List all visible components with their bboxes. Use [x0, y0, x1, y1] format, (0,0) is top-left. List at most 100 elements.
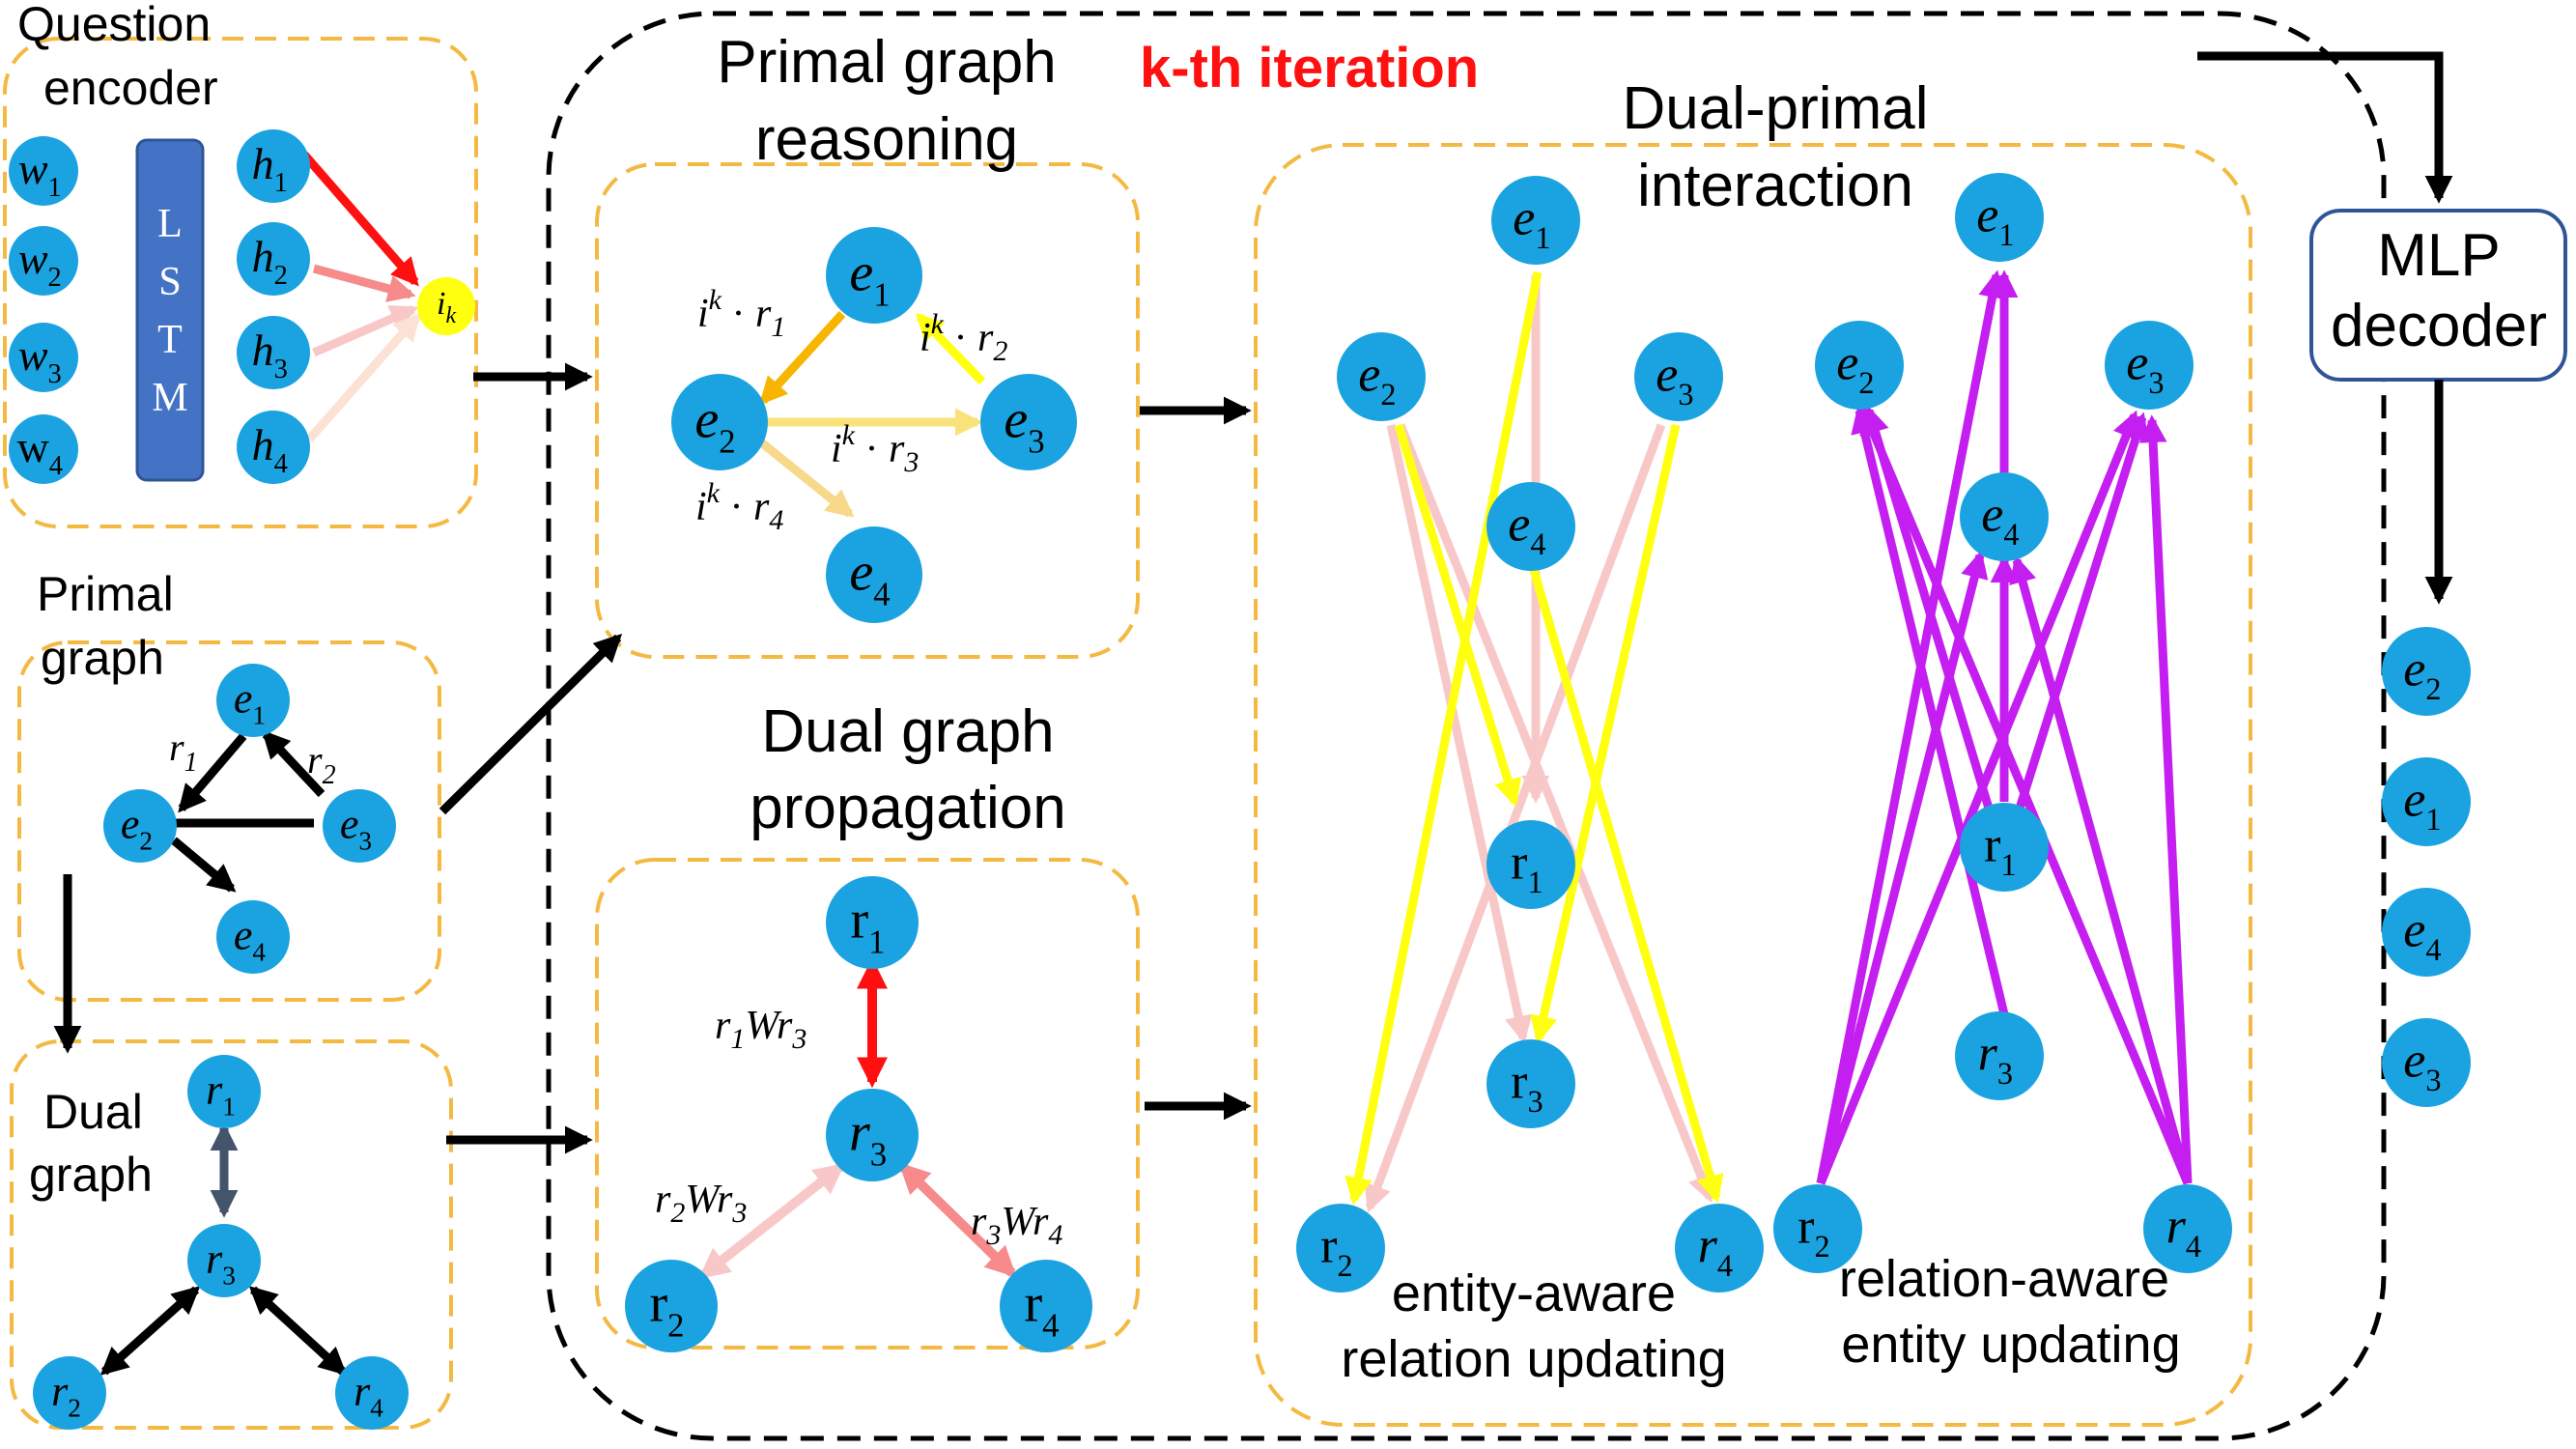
reasoning-node-e2-circle	[671, 374, 768, 470]
hidden-node-h2-circle	[237, 222, 310, 296]
primal-node-e3-label: e3	[340, 800, 372, 855]
edge-e3-e1	[262, 729, 326, 798]
encoder-title-line1: Question	[17, 0, 211, 51]
output-node-3: e4	[2382, 888, 2471, 977]
propagation-title-line2: propagation	[750, 775, 1066, 841]
reasoning-node-e3-label: e3	[1004, 390, 1044, 461]
hidden-node-h3-circle	[237, 316, 310, 389]
dual-graph-title-line2: graph	[29, 1148, 153, 1202]
primal-node-e3: e3	[323, 789, 396, 863]
output-node-2-circle	[2382, 757, 2471, 846]
iright-node-e2-label: e2	[1836, 336, 1874, 401]
propagation-node-r1-circle	[826, 876, 919, 969]
lstm-letter-s: S	[158, 260, 181, 304]
output-node-2-label: e1	[2403, 773, 2441, 838]
propagation-label-2: r2Wr3	[655, 1178, 747, 1229]
encoder-arrows	[300, 152, 421, 442]
lstm-letter-l: L	[157, 202, 183, 246]
dual-node-r3: r3	[187, 1224, 261, 1297]
reasoning-node-e1: e1	[826, 227, 922, 324]
reasoning-label-4: ik · r4	[695, 477, 783, 536]
flow-arrows	[53, 51, 2453, 1154]
hidden-node-h4-circle	[237, 411, 310, 484]
word-node-w2-circle	[9, 226, 78, 296]
dual-node-r1: r1	[187, 1055, 261, 1128]
iright-node-r3-label: r3	[1978, 1027, 2013, 1092]
ileft-node-r4-circle	[1675, 1204, 1764, 1293]
iright-node-r3: r3	[1955, 1011, 2044, 1100]
ileft-node-r4: r4	[1675, 1204, 1764, 1293]
instruction-node	[417, 277, 475, 335]
output-node-4: e3	[2382, 1018, 2471, 1107]
dual-node-r3-circle	[187, 1224, 261, 1297]
propagation-node-r2-circle	[625, 1260, 718, 1352]
output-node-4-label: e3	[2403, 1034, 2441, 1098]
iright-node-e2-circle	[1815, 321, 1904, 410]
interaction-left-edges	[1345, 271, 1724, 1213]
question-encoder-box	[3, 37, 478, 528]
iright-node-e2: e2	[1815, 321, 1904, 410]
primal-graph-edges	[171, 729, 326, 893]
primal-node-e1-circle	[216, 664, 290, 737]
caption-right-line2: entity updating	[1841, 1316, 2180, 1374]
dual-node-r2: r2	[33, 1356, 106, 1430]
reasoning-node-e2-label: e2	[694, 390, 735, 461]
ileft-node-r3: r3	[1486, 1039, 1575, 1128]
lstm-letter-t: T	[157, 318, 183, 362]
iright-r2-e3	[1816, 410, 2139, 1185]
hidden-node-h4: h4	[237, 411, 310, 484]
output-node-1-circle	[2382, 627, 2471, 716]
propagation-edges	[697, 957, 1017, 1279]
hidden-node-h3: h3	[237, 316, 310, 389]
primal-node-e4-circle	[216, 900, 290, 974]
propagation-node-r2: r2	[625, 1260, 718, 1352]
reasoning-edge-e1-e2	[759, 310, 846, 406]
iright-node-e4: e4	[1960, 472, 2049, 561]
iright-r2-e4	[1816, 550, 1989, 1185]
reasoning-title-line2: reasoning	[755, 106, 1018, 173]
word-node-w4-circle	[9, 414, 78, 484]
primal-node-e1-label: e1	[234, 674, 266, 729]
ileft-node-e4-circle	[1486, 482, 1575, 571]
reasoning-node-e2: e2	[671, 374, 768, 470]
mlp-title-line1: MLP	[2377, 222, 2500, 289]
output-node-1: e2	[2382, 627, 2471, 716]
hidden-node-h4-label: h4	[252, 420, 288, 479]
reasoning-node-e3-circle	[980, 374, 1077, 470]
dual-node-r4-label: r4	[354, 1367, 383, 1422]
ileft-node-e4: e4	[1486, 482, 1575, 571]
iright-node-e1-circle	[1955, 173, 2044, 262]
reasoning-edge-e3-e1	[915, 312, 986, 385]
ileft-node-e4-label: e4	[1508, 497, 1545, 562]
encoder-title-line2: encoder	[43, 61, 218, 115]
iright-r3-e2	[1851, 405, 2009, 1016]
output-node-3-circle	[2382, 888, 2471, 977]
primal-graph-title-line2: graph	[41, 631, 164, 685]
dual-node-r4: r4	[335, 1356, 409, 1430]
word-node-w4-label: w4	[17, 422, 64, 481]
reasoning-node-e4-circle	[826, 526, 922, 623]
arrow-h4-ik	[305, 312, 421, 442]
primal-node-e1: e1	[216, 664, 290, 737]
reasoning-label-3: ik · r3	[831, 419, 919, 478]
iright-node-e4-circle	[1960, 472, 2049, 561]
iright-node-r2-label: r2	[1798, 1200, 1829, 1264]
dual-node-r4-circle	[335, 1356, 409, 1430]
iright-node-r1-label: r1	[1984, 818, 2016, 883]
dual-graph-title-line1: Dual	[43, 1085, 143, 1139]
dual-graph-edges	[99, 1122, 348, 1376]
primal-graph-title-line1: Primal	[37, 567, 174, 621]
propagation-node-r3-label: r3	[849, 1103, 887, 1174]
ileft-node-e2-circle	[1337, 332, 1426, 421]
ileft-node-e3: e3	[1634, 332, 1723, 421]
primal-node-e2-label: e2	[121, 800, 153, 855]
propagation-title-line1: Dual graph	[761, 698, 1054, 765]
reasoning-label-2: ik · r2	[920, 308, 1007, 367]
ileft-yellow-e2-r1	[1394, 423, 1521, 808]
section-titles: Question encoder Primal graph Dual graph…	[17, 0, 2547, 1388]
iright-node-r1: r1	[1960, 803, 2049, 892]
primal-edge-label-r2: r2	[307, 738, 336, 790]
ileft-pink-e2-r3	[1386, 424, 1533, 1044]
interaction-title-line1: Dual-primal	[1623, 75, 1929, 142]
